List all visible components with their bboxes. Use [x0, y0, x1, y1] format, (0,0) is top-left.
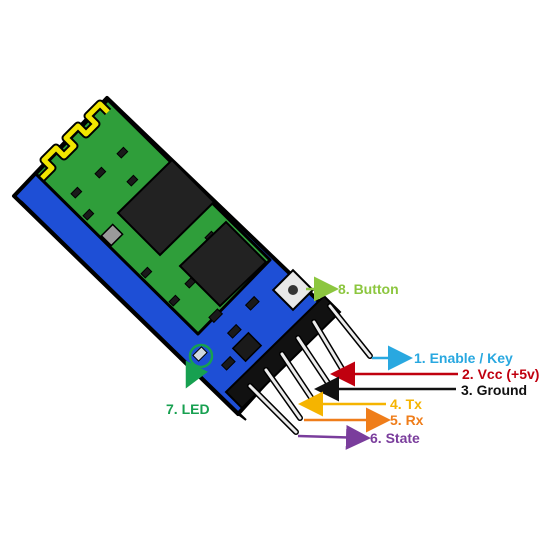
- label-enable: 1. Enable / Key: [414, 350, 513, 366]
- regulator-chip: [231, 331, 263, 363]
- label-vcc: 2. Vcc (+5v): [462, 366, 539, 382]
- label-rx: 5. Rx: [390, 412, 424, 428]
- carrier-components: [208, 295, 260, 371]
- push-button-cap: [288, 285, 298, 295]
- crystal-component: [100, 223, 124, 247]
- label-led: 7. LED: [166, 401, 210, 417]
- label-button: 8. Button: [338, 281, 399, 297]
- status-led: [192, 346, 208, 362]
- state-arrow: [297, 424, 371, 450]
- module-components: [70, 146, 217, 307]
- flash-chip: [178, 220, 268, 308]
- antenna-trace-fill: [40, 101, 110, 180]
- label-state: 6. State: [370, 430, 420, 446]
- label-ground: 3. Ground: [461, 382, 527, 398]
- main-chip: [116, 158, 216, 257]
- label-tx: 4. Tx: [390, 396, 422, 412]
- led-arrow: [185, 360, 209, 389]
